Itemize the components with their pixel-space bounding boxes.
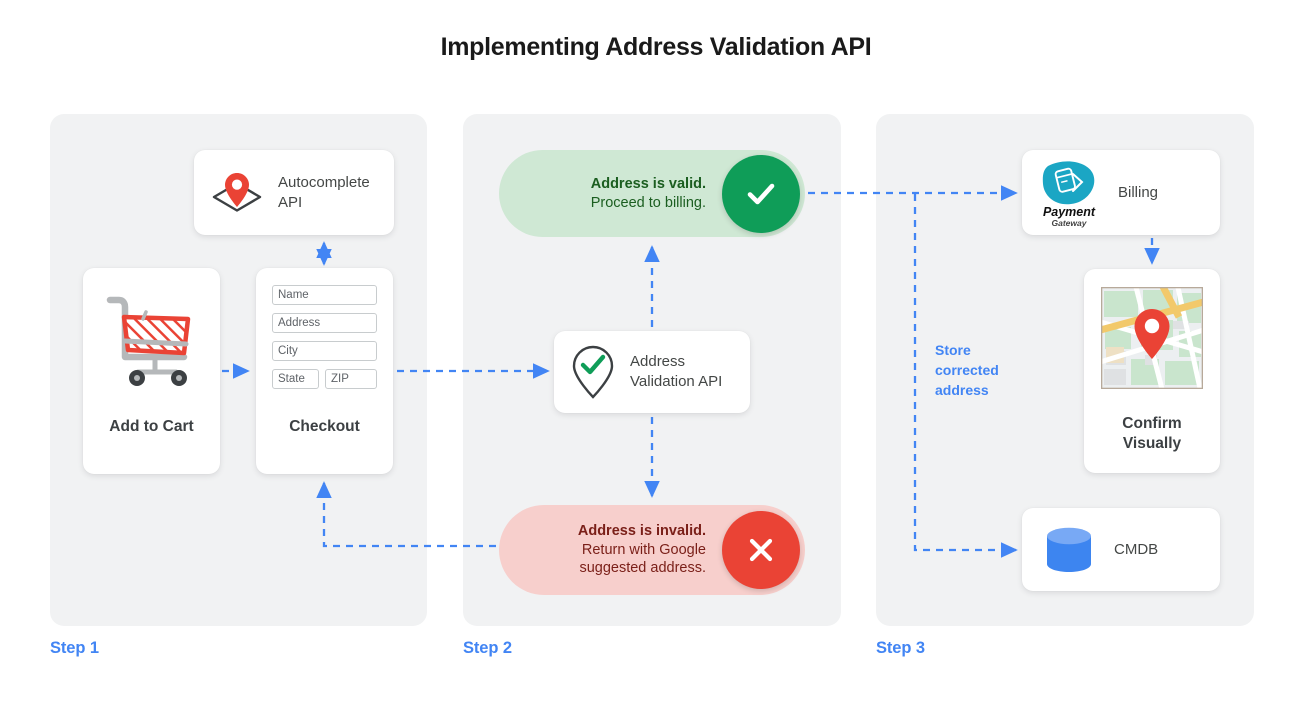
autocomplete-api-label: Autocomplete API <box>278 173 370 211</box>
address-field[interactable]: Address <box>272 313 377 333</box>
pin-check-icon <box>568 343 618 401</box>
map-pin-diamond-icon <box>208 167 266 219</box>
city-field[interactable]: City <box>272 341 377 361</box>
check-icon <box>722 154 800 233</box>
state-field[interactable]: State <box>272 369 319 389</box>
address-valid-text: Address is valid. Proceed to billing. <box>591 175 722 212</box>
confirm-visually-label: Confirm Visually <box>1122 415 1182 452</box>
map-thumbnail-icon <box>1101 287 1203 389</box>
database-icon <box>1042 523 1096 577</box>
address-invalid-text: Address is invalid. Return with Google s… <box>578 522 722 577</box>
address-validation-api-label: Address Validation API <box>630 353 723 390</box>
confirm-visually-card[interactable]: Confirm Visually <box>1084 269 1220 473</box>
cmdb-card[interactable]: CMDB <box>1022 508 1220 591</box>
close-icon <box>722 511 800 589</box>
name-field[interactable]: Name <box>272 285 377 305</box>
cmdb-label: CMDB <box>1114 541 1159 558</box>
address-valid-pill[interactable]: Address is valid. Proceed to billing. <box>499 150 805 237</box>
step-1-label: Step 1 <box>50 639 99 657</box>
address-valid-detail: Proceed to billing. <box>590 194 706 211</box>
checkout-label: Checkout <box>289 418 360 435</box>
address-invalid-detail: Return with Google suggested address. <box>579 541 706 577</box>
store-corrected-address-note: Store corrected address <box>935 342 999 398</box>
shopping-cart-icon <box>100 286 204 390</box>
checkout-card[interactable]: Name Address City State ZIP Checkout <box>256 268 393 474</box>
svg-text:Gateway: Gateway <box>1052 218 1088 228</box>
payment-gateway-logo: Payment Gateway <box>1036 158 1104 228</box>
billing-label: Billing <box>1118 184 1159 201</box>
address-validation-api-card[interactable]: Address Validation API <box>554 331 750 413</box>
add-to-cart-card[interactable]: Add to Cart <box>83 268 220 474</box>
step-2-label: Step 2 <box>463 639 512 657</box>
billing-card[interactable]: Payment Gateway Billing <box>1022 150 1220 235</box>
step-3-label: Step 3 <box>876 639 925 657</box>
zip-field[interactable]: ZIP <box>325 369 377 389</box>
add-to-cart-label: Add to Cart <box>109 418 194 435</box>
address-valid-headline: Address is valid. <box>590 176 706 193</box>
page-title: Implementing Address Validation API <box>440 33 872 61</box>
address-invalid-headline: Address is invalid. <box>577 523 706 540</box>
address-invalid-pill[interactable]: Address is invalid. Return with Google s… <box>499 505 805 595</box>
autocomplete-api-card[interactable]: Autocomplete API <box>194 150 394 235</box>
svg-text:Payment: Payment <box>1043 205 1096 219</box>
